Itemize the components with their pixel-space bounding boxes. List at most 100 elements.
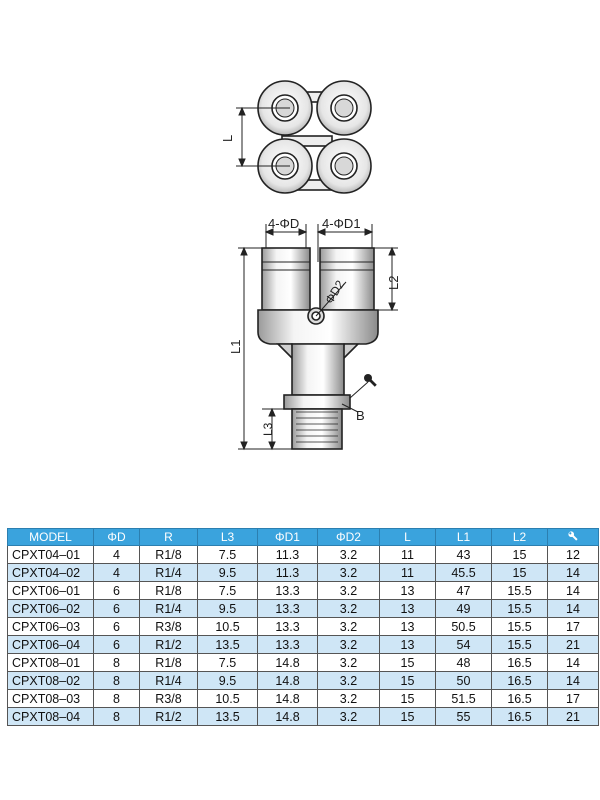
cell-l1: 47 bbox=[435, 581, 492, 600]
cell-r: R1/2 bbox=[139, 707, 198, 726]
cell-model: CPXT04–01 bbox=[7, 545, 94, 564]
cell-d2: 3.2 bbox=[317, 653, 380, 672]
cell-d: 6 bbox=[93, 635, 140, 654]
cell-d1: 13.3 bbox=[257, 635, 318, 654]
cell-l2: 15.5 bbox=[491, 581, 548, 600]
cell-l: 15 bbox=[379, 671, 436, 690]
cell-d: 6 bbox=[93, 581, 140, 600]
cell-d1: 13.3 bbox=[257, 599, 318, 618]
cell-model: CPXT06–01 bbox=[7, 581, 94, 600]
cell-l3: 13.5 bbox=[197, 635, 258, 654]
cell-model: CPXT08–01 bbox=[7, 653, 94, 672]
cell-l2: 16.5 bbox=[491, 653, 548, 672]
cell-l1: 49 bbox=[435, 599, 492, 618]
cell-model: CPXT06–02 bbox=[7, 599, 94, 618]
cell-wrench: 12 bbox=[547, 545, 599, 564]
cell-l: 13 bbox=[379, 617, 436, 636]
cell-d1: 13.3 bbox=[257, 581, 318, 600]
cell-l1: 50 bbox=[435, 671, 492, 690]
header-d2: ΦD2 bbox=[317, 528, 380, 546]
cell-l3: 7.5 bbox=[197, 545, 258, 564]
cell-l2: 15.5 bbox=[491, 599, 548, 618]
port-bottom-right bbox=[316, 138, 372, 194]
cell-l: 13 bbox=[379, 599, 436, 618]
cell-r: R3/8 bbox=[139, 689, 198, 708]
cell-l: 11 bbox=[379, 545, 436, 564]
cell-wrench: 17 bbox=[547, 617, 599, 636]
cell-l1: 43 bbox=[435, 545, 492, 564]
header-l3: L3 bbox=[197, 528, 258, 546]
dimension-4-d bbox=[264, 224, 374, 262]
cell-r: R1/8 bbox=[139, 581, 198, 600]
cell-wrench: 14 bbox=[547, 563, 599, 582]
cell-l: 15 bbox=[379, 707, 436, 726]
cell-l3: 7.5 bbox=[197, 581, 258, 600]
cell-model: CPXT08–02 bbox=[7, 671, 94, 690]
cell-d1: 14.8 bbox=[257, 707, 318, 726]
cell-wrench: 14 bbox=[547, 581, 599, 600]
header-l1: L1 bbox=[435, 528, 492, 546]
cell-wrench: 21 bbox=[547, 635, 599, 654]
cell-l3: 13.5 bbox=[197, 707, 258, 726]
cell-l2: 16.5 bbox=[491, 707, 548, 726]
cell-d2: 3.2 bbox=[317, 689, 380, 708]
cell-d1: 14.8 bbox=[257, 689, 318, 708]
dimension-l bbox=[236, 106, 290, 168]
cell-l3: 10.5 bbox=[197, 617, 258, 636]
cell-l: 15 bbox=[379, 689, 436, 708]
wrench-icon bbox=[568, 530, 578, 541]
cell-r: R1/4 bbox=[139, 599, 198, 618]
cell-wrench: 14 bbox=[547, 653, 599, 672]
cell-l3: 7.5 bbox=[197, 653, 258, 672]
header-d1: ΦD1 bbox=[257, 528, 318, 546]
cell-d: 8 bbox=[93, 653, 140, 672]
label-4-d1: 4-ΦD1 bbox=[322, 216, 361, 231]
cell-d: 6 bbox=[93, 599, 140, 618]
wrench-icon bbox=[364, 374, 377, 387]
cell-l2: 15 bbox=[491, 545, 548, 564]
cell-d1: 14.8 bbox=[257, 653, 318, 672]
dimension-side bbox=[238, 246, 398, 451]
cell-r: R1/8 bbox=[139, 653, 198, 672]
cell-l2: 16.5 bbox=[491, 689, 548, 708]
cell-d2: 3.2 bbox=[317, 707, 380, 726]
label-l1: L1 bbox=[228, 340, 243, 354]
cell-wrench: 14 bbox=[547, 599, 599, 618]
cell-wrench: 17 bbox=[547, 689, 599, 708]
cell-l2: 15.5 bbox=[491, 635, 548, 654]
cell-d2: 3.2 bbox=[317, 617, 380, 636]
cell-l: 13 bbox=[379, 581, 436, 600]
label-l2: L2 bbox=[386, 276, 401, 290]
cell-d1: 11.3 bbox=[257, 563, 318, 582]
cell-l1: 51.5 bbox=[435, 689, 492, 708]
cell-model: CPXT04–02 bbox=[7, 563, 94, 582]
cell-l2: 15.5 bbox=[491, 617, 548, 636]
cell-l1: 54 bbox=[435, 635, 492, 654]
port-top-right bbox=[316, 80, 372, 136]
cell-r: R1/2 bbox=[139, 635, 198, 654]
label-l: L bbox=[220, 135, 235, 142]
cell-r: R1/4 bbox=[139, 563, 198, 582]
cell-d2: 3.2 bbox=[317, 563, 380, 582]
label-4-d: 4-ΦD bbox=[268, 216, 299, 231]
cell-d2: 3.2 bbox=[317, 581, 380, 600]
cell-d2: 3.2 bbox=[317, 545, 380, 564]
header-l: L bbox=[379, 528, 436, 546]
cell-wrench: 21 bbox=[547, 707, 599, 726]
header-r: R bbox=[139, 528, 198, 546]
label-b: B bbox=[356, 408, 365, 423]
cell-d: 6 bbox=[93, 617, 140, 636]
cell-d1: 14.8 bbox=[257, 671, 318, 690]
table-header: MODEL ΦD R L3 ΦD1 ΦD2 L L1 L2 bbox=[7, 528, 599, 546]
header-l2: L2 bbox=[491, 528, 548, 546]
cell-d: 4 bbox=[93, 545, 140, 564]
